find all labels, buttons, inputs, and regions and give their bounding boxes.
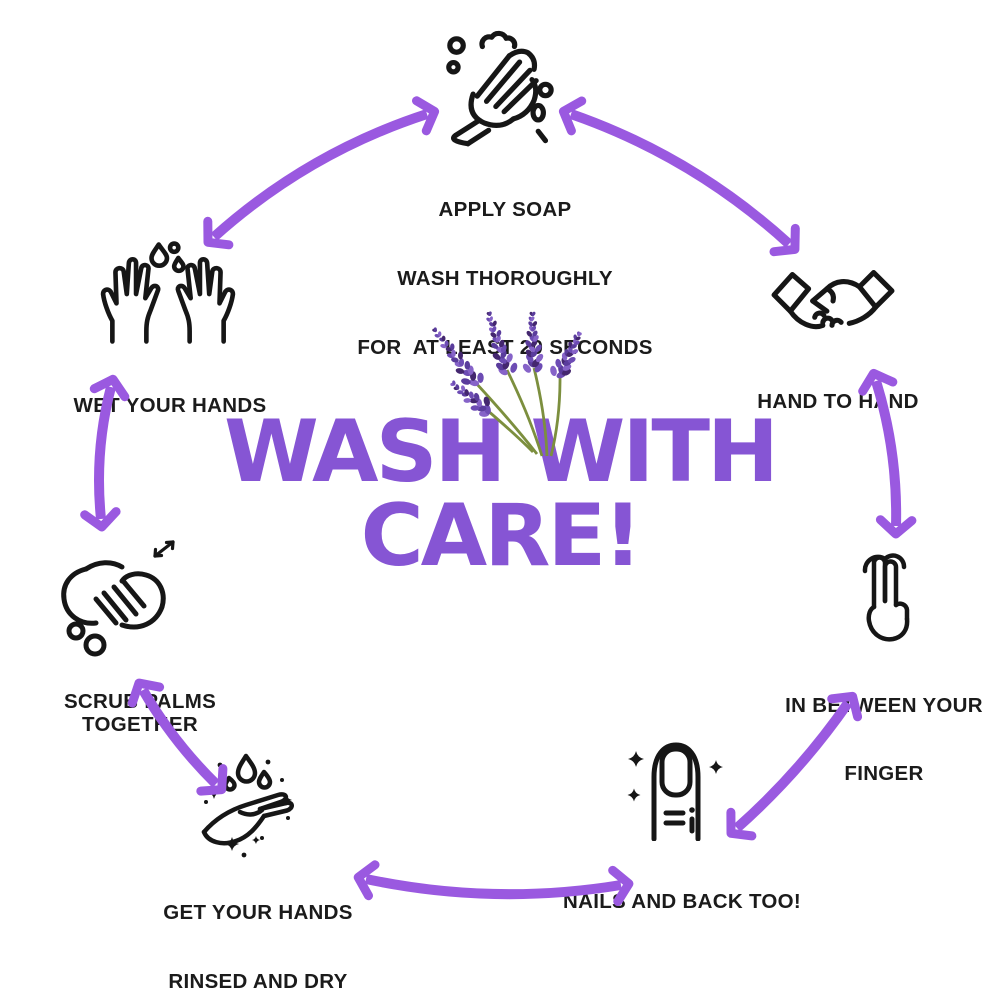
arrow-soap-to-hand: [558, 96, 800, 257]
arrow-hand-to-finger: [858, 368, 917, 539]
hands-water-drops-icon: [100, 240, 236, 346]
arrow-scrub-to-wet: [80, 374, 130, 532]
nails-label: NAILS AND BACK TOO!: [562, 890, 802, 913]
arrow-rinse-to-scrub: [127, 678, 228, 796]
arrow-nails-to-rinse: [353, 860, 634, 906]
rinse-dry-label: GET YOUR HANDS RINSED AND DRY WITH A SIN…: [163, 901, 353, 993]
soapy-hands-icon: [440, 30, 562, 152]
handshake-icon: [770, 260, 896, 344]
arrow-finger-to-nails: [726, 691, 863, 841]
scrubbing-hands-icon: [52, 533, 186, 657]
fingernail-icon: [624, 733, 730, 841]
lavender-flowers-image: [432, 311, 582, 457]
hand-to-hand-label: HAND TO HAND: [757, 390, 919, 413]
two-fingers-icon: [855, 543, 917, 645]
poster-title: WASH WITH CARE!: [224, 402, 779, 586]
arrow-wet-to-soap: [203, 96, 440, 250]
